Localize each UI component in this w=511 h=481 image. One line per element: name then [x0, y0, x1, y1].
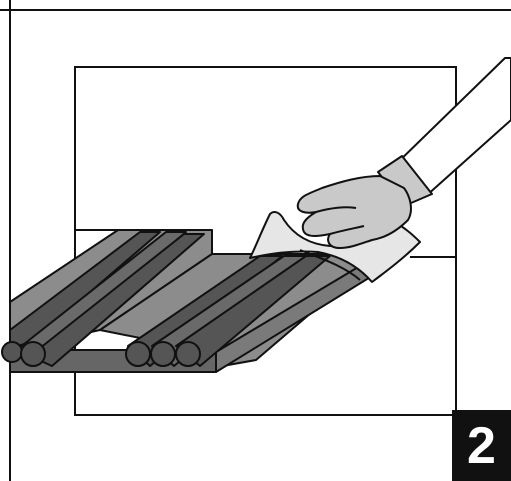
rack-rods-right — [125, 255, 331, 367]
rack-rods-left — [1, 231, 205, 367]
gloved-hand-icon — [296, 57, 511, 249]
step-number-badge: 2 — [452, 410, 511, 481]
oven-rack-icon — [1, 229, 381, 373]
